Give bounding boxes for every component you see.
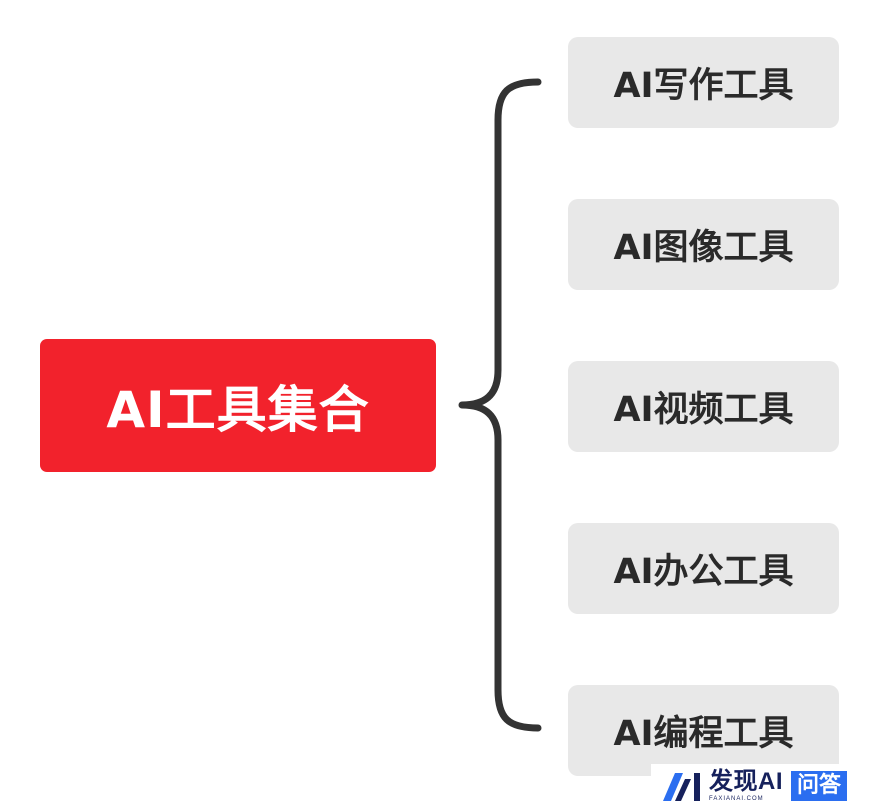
child-node-label: AI编程工具 xyxy=(613,714,794,754)
child-node-label: AI图像工具 xyxy=(613,228,794,268)
watermark-badge: 问答 xyxy=(791,770,848,802)
child-node-video: AI视频工具 xyxy=(568,361,839,452)
child-node-writing: AI写作工具 xyxy=(568,37,839,128)
watermark-title: 发现AI xyxy=(709,768,783,795)
watermark-text: 发现AI FAXIANAI.COM xyxy=(709,768,783,803)
watermark-subtitle: FAXIANAI.COM xyxy=(709,796,764,802)
watermark: 发现AI FAXIANAI.COM 问答 xyxy=(651,764,876,808)
child-node-label: AI办公工具 xyxy=(613,552,794,592)
child-node-office: AI办公工具 xyxy=(568,523,839,614)
child-node-image: AI图像工具 xyxy=(568,199,839,290)
child-node-label: AI写作工具 xyxy=(613,66,794,106)
child-node-coding: AI编程工具 xyxy=(568,685,839,776)
root-node: AI工具集合 xyxy=(40,339,436,472)
root-node-label: AI工具集合 xyxy=(106,380,370,439)
child-node-label: AI视频工具 xyxy=(613,390,794,430)
faxianai-logo-icon xyxy=(663,773,700,801)
